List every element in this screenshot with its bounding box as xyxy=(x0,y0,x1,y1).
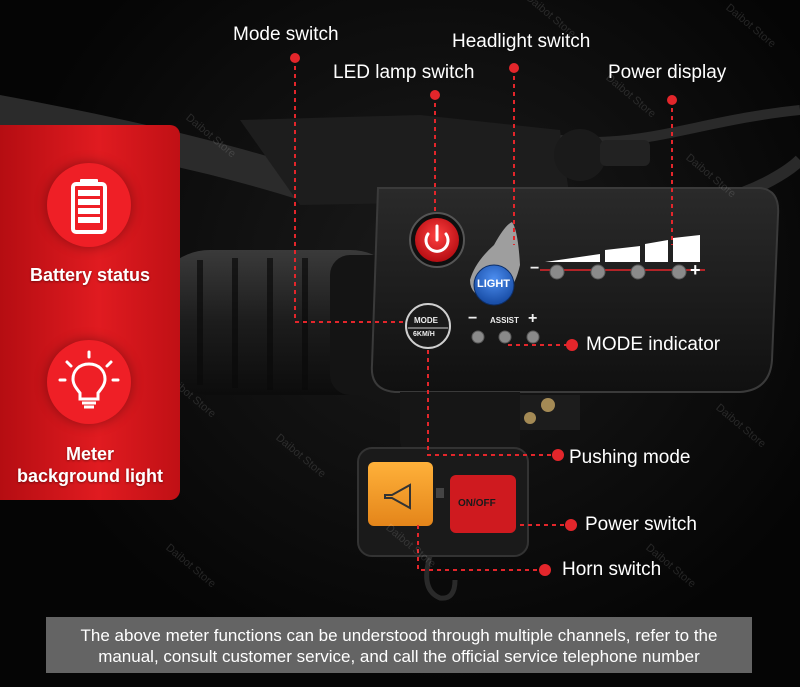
footer-line1: The above meter functions can be underst… xyxy=(80,626,718,645)
horn-switch-label: Horn switch xyxy=(562,559,662,580)
callout-lines xyxy=(294,58,673,571)
meter-light-line2: background light xyxy=(17,466,163,486)
lightbulb-icon xyxy=(47,340,131,424)
power-minus: − xyxy=(530,260,540,277)
light-button-label: LIGHT xyxy=(477,278,510,290)
footer-text: The above meter functions can be underst… xyxy=(46,625,752,667)
lever-clamp xyxy=(240,115,570,205)
on-off-label: ON/OFF xyxy=(458,498,496,509)
mode-switch-label: Mode switch xyxy=(233,24,339,45)
meter-light-text: Meter background light xyxy=(0,443,180,487)
pushing-mode-label: Pushing mode xyxy=(569,447,691,468)
headlight-switch-label: Headlight switch xyxy=(452,31,591,52)
power-plus: + xyxy=(690,260,701,280)
footer-note: The above meter functions can be underst… xyxy=(46,617,752,673)
mode-button-sublabel: 6KM/H xyxy=(413,331,435,338)
power-bars xyxy=(545,235,700,262)
callout-dots xyxy=(290,53,677,576)
footer-line2: manual, consult customer service, and ca… xyxy=(98,647,700,666)
power-display-label: Power display xyxy=(608,62,727,83)
on-off-button xyxy=(450,475,516,533)
mode-button-label: MODE xyxy=(414,316,438,325)
power-switch-label: Power switch xyxy=(585,514,697,535)
connector xyxy=(554,129,606,181)
battery-icon xyxy=(47,163,131,247)
assist-minus: − xyxy=(468,310,478,327)
mode-button-ring xyxy=(405,303,451,349)
led-lamp-switch-label: LED lamp switch xyxy=(333,62,475,83)
assist-plus: + xyxy=(528,310,538,327)
mode-indicator-label: MODE indicator xyxy=(586,334,721,355)
assist-label: ASSIST xyxy=(490,316,519,325)
horn-button xyxy=(368,462,433,526)
feature-panel: Battery status Meter background light xyxy=(0,125,180,500)
meter-light-line1: Meter xyxy=(65,444,114,464)
battery-status-text: Battery status xyxy=(29,265,151,285)
